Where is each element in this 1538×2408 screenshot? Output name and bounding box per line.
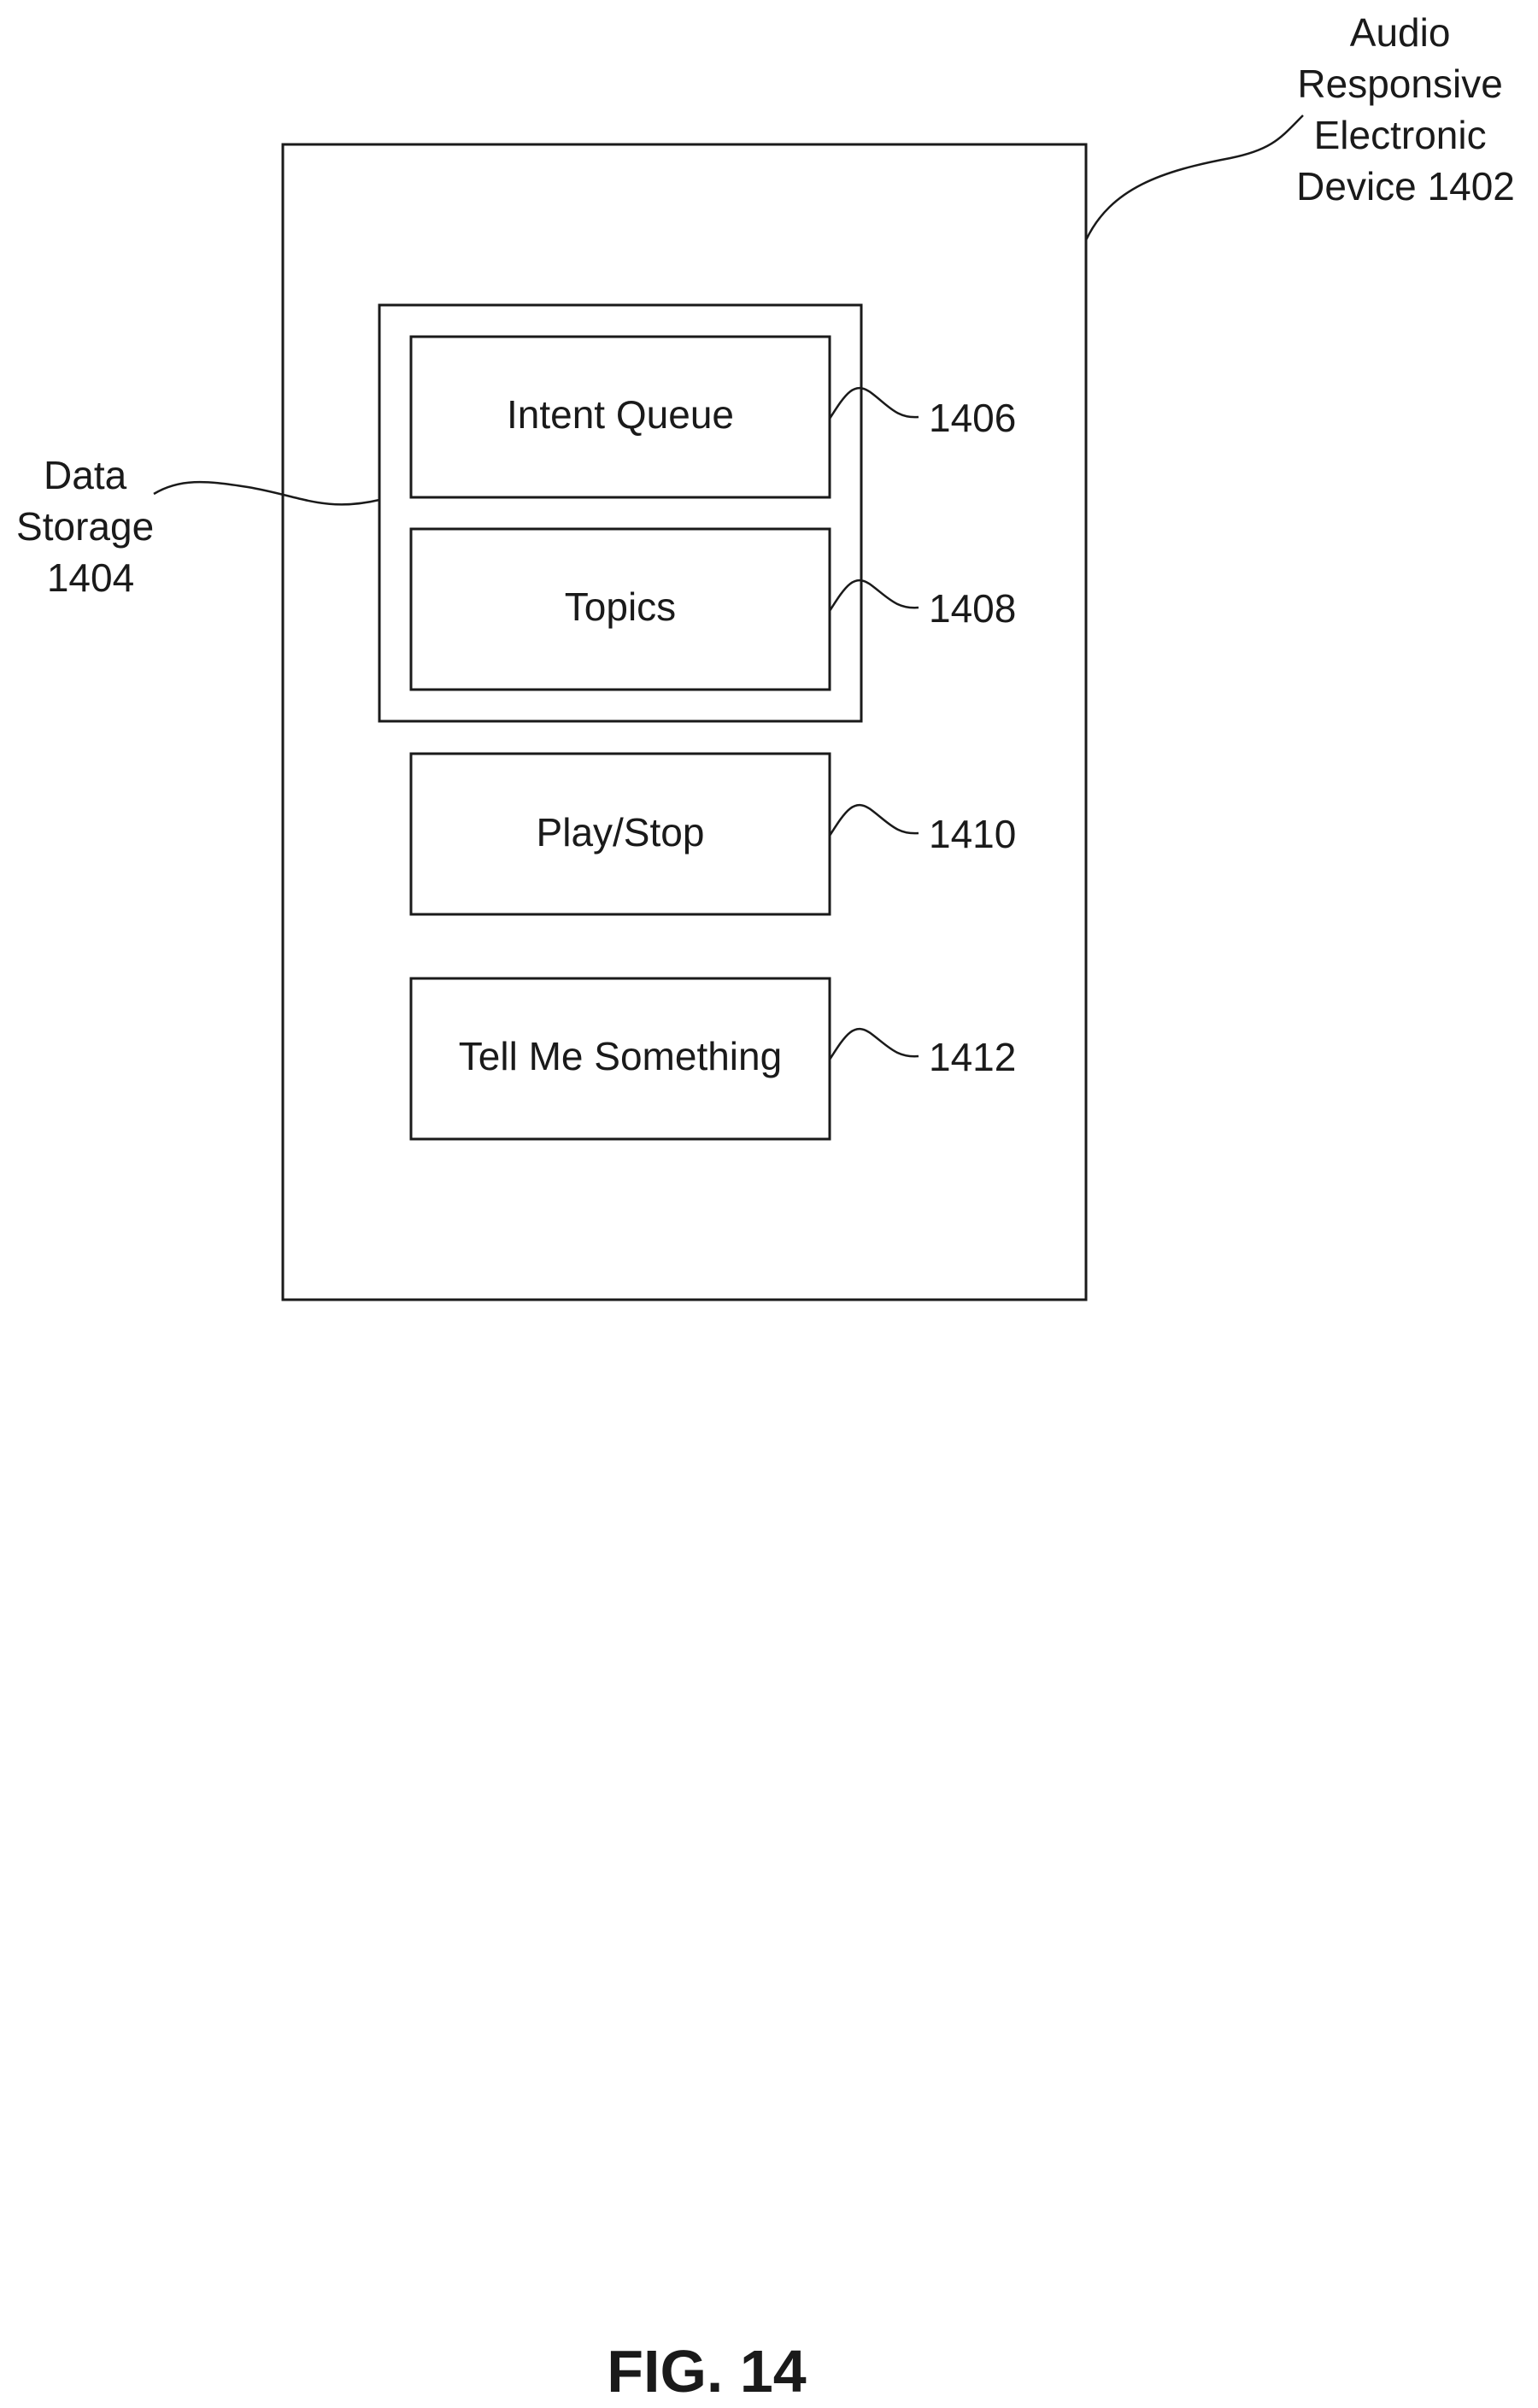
intent-queue-label: Intent Queue bbox=[507, 392, 734, 437]
figure-label: FIG. 14 bbox=[607, 2338, 806, 2405]
play-stop-label: Play/Stop bbox=[537, 810, 705, 855]
ref-1408: 1408 bbox=[929, 586, 1016, 631]
ref-1406: 1406 bbox=[929, 396, 1016, 440]
ref-1410: 1410 bbox=[929, 812, 1016, 856]
ref-1412: 1412 bbox=[929, 1035, 1016, 1079]
device-label-line: Audio bbox=[1350, 10, 1451, 55]
tell-me-something-label: Tell Me Something bbox=[459, 1034, 782, 1078]
data-storage-label-line: Storage bbox=[16, 504, 154, 549]
topics-label: Topics bbox=[565, 584, 676, 629]
device-label: Audio Responsive Electronic Device 1402 bbox=[1296, 10, 1515, 208]
data-storage-label-line: Data bbox=[44, 453, 127, 497]
data-storage-label: Data Storage 1404 bbox=[16, 453, 165, 600]
device-leader-line bbox=[1086, 115, 1303, 240]
device-label-line: Device 1402 bbox=[1296, 164, 1515, 208]
device-label-line: Responsive bbox=[1297, 62, 1502, 106]
device-label-line: Electronic bbox=[1314, 113, 1487, 157]
data-storage-label-line: 1404 bbox=[47, 555, 134, 600]
